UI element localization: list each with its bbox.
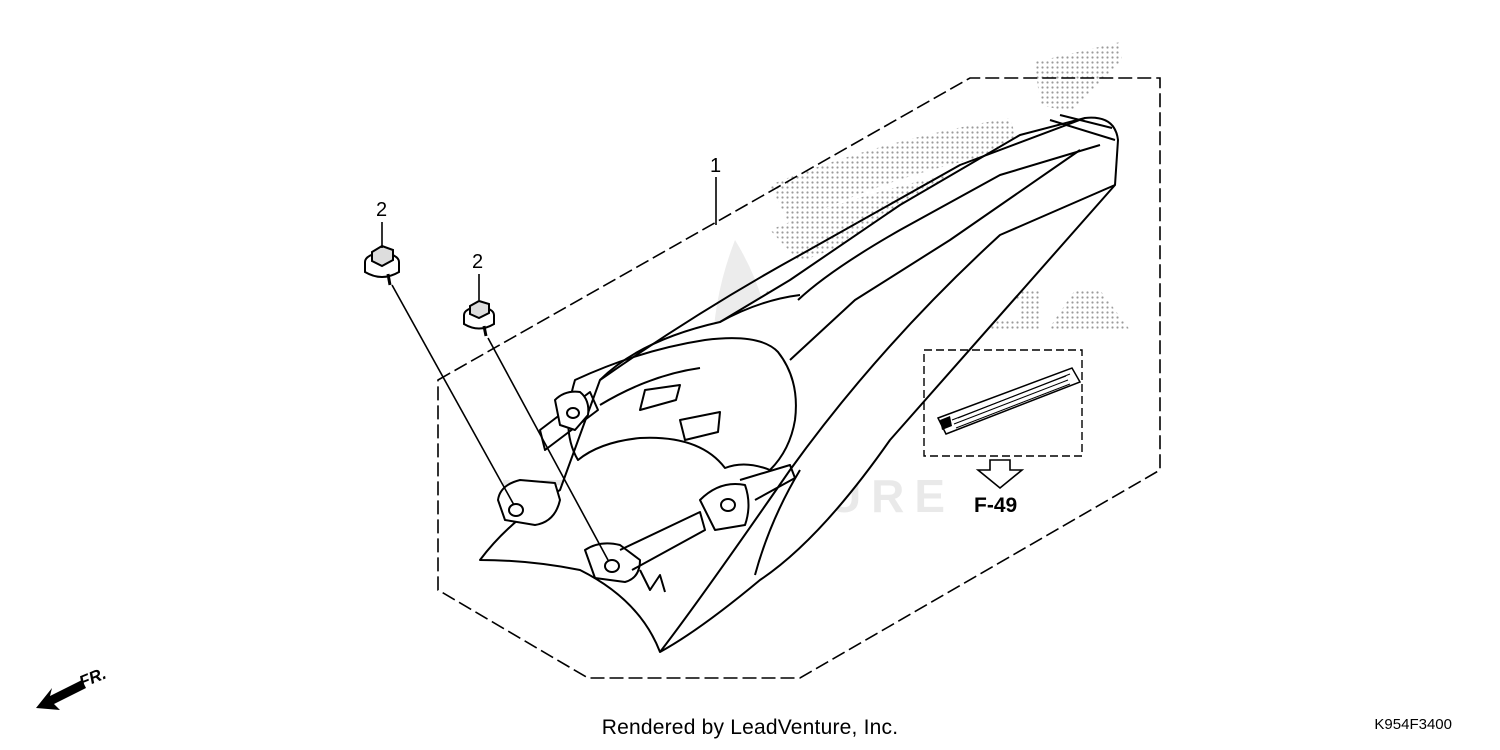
callout-2-left: 2 xyxy=(376,199,387,221)
callout-2-right: 2 xyxy=(472,251,483,273)
rendered-by-credit: Rendered by LeadVenture, Inc. xyxy=(601,716,899,739)
callout-1: 1 xyxy=(710,155,721,177)
assembly-boundary xyxy=(437,77,1161,679)
leader-lines xyxy=(381,177,717,561)
diagram-code: K954F3400 xyxy=(1374,716,1452,733)
hollow-down-arrow-icon xyxy=(975,459,1025,490)
front-direction-arrow-icon xyxy=(36,680,86,710)
reference-f-49[interactable]: F-49 xyxy=(974,494,1017,517)
caution-label-inset xyxy=(923,349,1083,457)
rear-fender xyxy=(479,114,1119,653)
fender-mounting-holes xyxy=(508,407,736,573)
flange-bolt-left xyxy=(364,244,400,286)
fr-direction-label: FR. xyxy=(76,664,109,692)
flange-bolt-right xyxy=(463,299,495,337)
